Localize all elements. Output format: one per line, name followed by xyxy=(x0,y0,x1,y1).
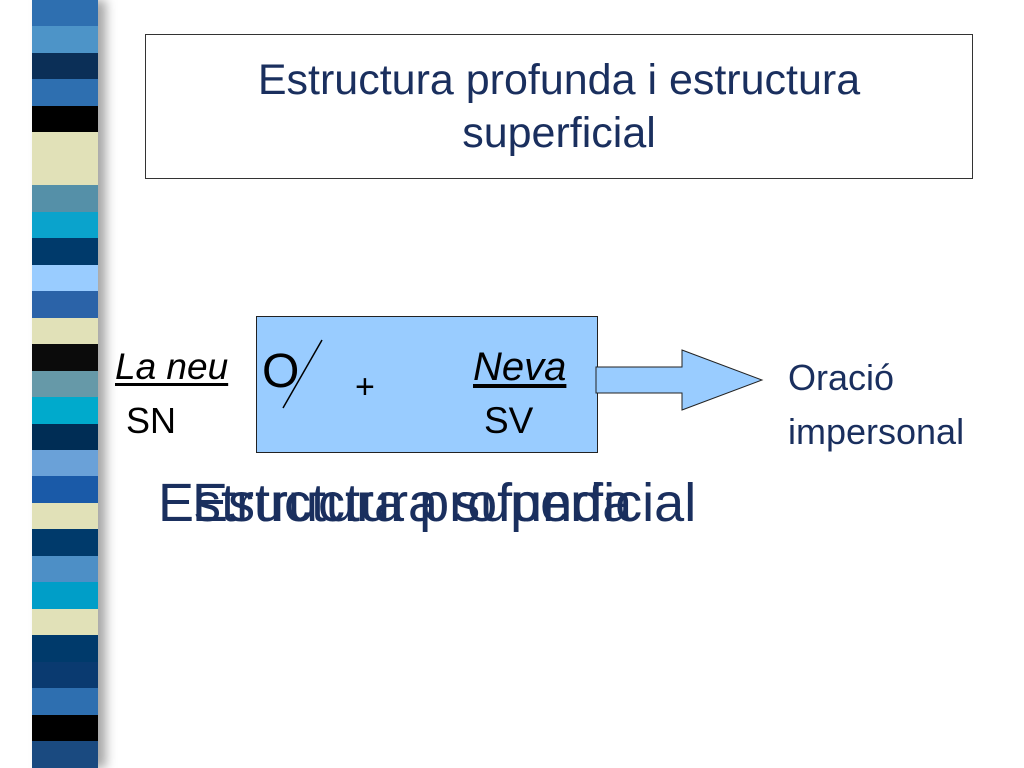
stripe-segment xyxy=(32,688,98,715)
stripe-segment xyxy=(32,423,98,450)
stripe-segment xyxy=(32,449,98,477)
stripe-segment xyxy=(32,741,98,768)
stripe-segment xyxy=(32,238,98,265)
result-line-1: Oració xyxy=(788,357,895,398)
null-subject-slash xyxy=(282,339,323,409)
plus-sign: + xyxy=(355,368,375,406)
stripe-segment xyxy=(32,0,98,27)
stripe-segment xyxy=(32,132,98,159)
result-line-2: impersonal xyxy=(788,411,965,452)
stripe-segment xyxy=(32,635,98,662)
stripe-segment xyxy=(32,264,98,292)
right-category: SV xyxy=(484,400,534,441)
decorative-stripe-bar xyxy=(32,0,98,768)
stripe-segment xyxy=(32,105,98,133)
stripe-segment xyxy=(32,158,98,186)
left-phrase: La neu xyxy=(115,346,229,387)
stripe-segment xyxy=(32,52,98,80)
stripe-segment xyxy=(32,397,98,424)
stripe-segment xyxy=(32,608,98,636)
stripe-segment xyxy=(32,529,98,556)
slide-title-box: Estructura profunda i estructura superfi… xyxy=(145,34,973,179)
stripe-segment xyxy=(32,370,98,398)
stripe-segment xyxy=(32,582,98,609)
stripe-segment xyxy=(32,185,98,212)
label-deep-structure: Estructura profunda xyxy=(158,473,633,533)
stripe-segment xyxy=(32,344,98,371)
stripe-segment xyxy=(32,79,98,106)
stripe-segment xyxy=(32,714,98,742)
stripe-segment xyxy=(32,555,98,583)
stripe-segment xyxy=(32,502,98,530)
stripe-segment xyxy=(32,476,98,503)
label-surface-structure: Estructura superficial xyxy=(192,473,697,533)
stripe-segment xyxy=(32,211,98,239)
process-arrow xyxy=(595,349,764,411)
left-category: SN xyxy=(126,400,177,441)
operation-box xyxy=(256,316,598,453)
null-subject-symbol: O xyxy=(262,345,300,398)
stripe-segment xyxy=(32,317,98,345)
right-phrase: Neva xyxy=(473,345,567,389)
stripe-segment xyxy=(32,291,98,318)
slide-title: Estructura profunda i estructura superfi… xyxy=(257,56,861,157)
stripe-segment xyxy=(32,661,98,689)
stripe-segment xyxy=(32,26,98,53)
